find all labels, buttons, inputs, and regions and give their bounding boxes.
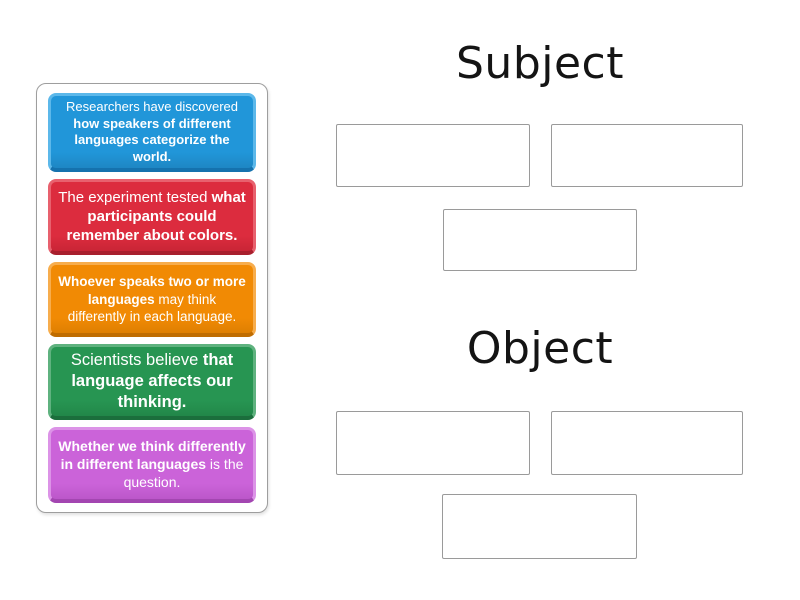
card-text: Whether we think differently in differen… (58, 438, 246, 491)
card-text: Researchers have discovered how speakers… (58, 99, 246, 165)
drop-slot-subject-2[interactable] (551, 124, 743, 187)
draggable-card[interactable]: Whoever speaks two or more languages may… (48, 261, 256, 338)
card-text: The experiment tested what participants … (58, 188, 246, 245)
card-text-segment: that language affects our thinking. (71, 351, 234, 412)
card-text: Whoever speaks two or more languages may… (58, 273, 246, 324)
card-text-segment: Whoever speaks two or more languages (58, 274, 246, 307)
card-text-segment: The experiment tested (58, 188, 212, 206)
card-text-segment: how speakers of different languages cate… (73, 115, 231, 164)
card-text-segment: what participants could remember about c… (66, 188, 246, 244)
draggable-card[interactable]: Scientists believe that language affects… (48, 344, 256, 421)
card-text-segment: Scientists believe (70, 351, 203, 370)
group-heading-object: Object (466, 323, 614, 374)
draggable-card[interactable]: The experiment tested what participants … (48, 179, 256, 255)
card-text-segment: is the question. (123, 455, 244, 490)
card-tray: Researchers have discovered how speakers… (36, 83, 268, 513)
drop-slot-subject-1[interactable] (336, 124, 530, 187)
drop-slot-object-1[interactable] (336, 411, 530, 475)
draggable-card[interactable]: Whether we think differently in differen… (48, 427, 256, 504)
drop-slot-object-2[interactable] (551, 411, 743, 475)
group-heading-subject: Subject (456, 38, 624, 89)
drop-slot-object-3[interactable] (442, 494, 637, 559)
card-text-segment: may think differently in each language. (67, 291, 237, 324)
card-text-segment: Researchers have discovered (66, 99, 238, 114)
card-text: Scientists believe that language affects… (58, 350, 246, 413)
drop-slot-subject-3[interactable] (443, 209, 637, 271)
draggable-card[interactable]: Researchers have discovered how speakers… (48, 93, 256, 172)
card-text-segment: Whether we think differently in differen… (58, 438, 246, 472)
